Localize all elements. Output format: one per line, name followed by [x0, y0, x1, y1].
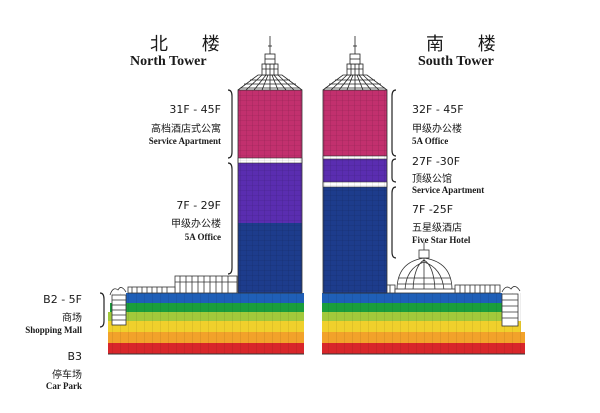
south-lower-en: Five Star Hotel: [412, 235, 471, 245]
south-middle-en: Service Apartment: [412, 185, 485, 195]
south-upper-cn: 甲级办公楼: [412, 124, 462, 135]
podium: [108, 293, 525, 355]
north-upper-floors: 31F - 45F: [169, 103, 221, 116]
north-upper-en: Service Apartment: [148, 136, 221, 146]
south-upper-en: 5A Office: [412, 136, 449, 146]
north-middle-cn: 甲级办公楼: [171, 219, 221, 230]
mall-cn: 商场: [62, 313, 82, 324]
north-title-cn: 北 楼: [150, 34, 234, 55]
south-title-cn: 南 楼: [426, 34, 510, 55]
section-brackets: [99, 89, 397, 328]
hotel-dome: [394, 242, 456, 294]
south-title-en: South Tower: [418, 54, 494, 69]
south-lower-cn: 五星级酒店: [412, 223, 462, 234]
parking-floors: B3: [67, 350, 82, 363]
mall-en: Shopping Mall: [25, 325, 82, 335]
south-tower: [322, 36, 388, 294]
north-middle-en: 5A Office: [184, 232, 221, 242]
mall-floors: B2 - 5F: [43, 293, 82, 306]
south-middle-floors: 27F -30F: [412, 155, 461, 168]
north-tower: [237, 36, 303, 294]
south-lower-floors: 7F -25F: [412, 203, 454, 216]
north-middle-floors: 7F - 29F: [176, 199, 221, 212]
south-middle-cn: 顶级公馆: [412, 174, 452, 185]
parking-en: Car Park: [45, 381, 82, 391]
north-upper-cn: 高档酒店式公寓: [151, 124, 221, 135]
south-upper-floors: 32F - 45F: [412, 103, 464, 116]
north-title-en: North Tower: [130, 54, 207, 69]
parking-cn: 停车场: [52, 370, 82, 381]
